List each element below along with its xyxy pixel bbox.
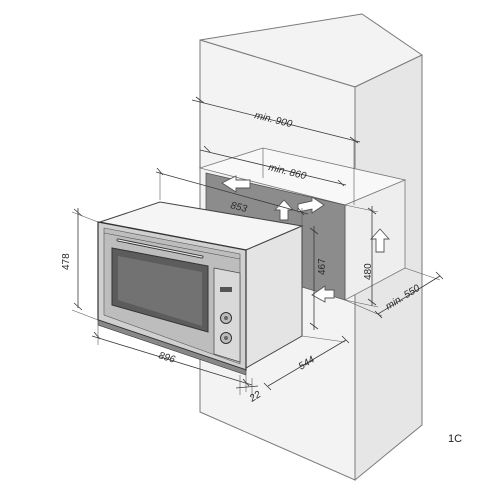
dim-label-896: 896: [157, 350, 177, 366]
dim-oven-width-top: 853: [155, 167, 309, 226]
oven: [97, 201, 304, 376]
dim-label-853: 853: [229, 200, 248, 215]
display-icon: [220, 287, 232, 292]
dim-label-478: 478: [61, 253, 72, 270]
dim-oven-height: 478: [61, 208, 99, 321]
dim-label-480: 480: [363, 263, 374, 280]
page-label: 1C: [448, 433, 462, 445]
dim-oven-width-bottom: 896: [91, 325, 253, 392]
ventilation-arrow-icon: [311, 285, 335, 303]
ventilation-arrow-icon: [221, 175, 251, 193]
dim-niche-height: 480: [344, 204, 379, 308]
dim-label-467: 467: [317, 258, 328, 275]
dim-body-height: 467: [309, 226, 328, 330]
